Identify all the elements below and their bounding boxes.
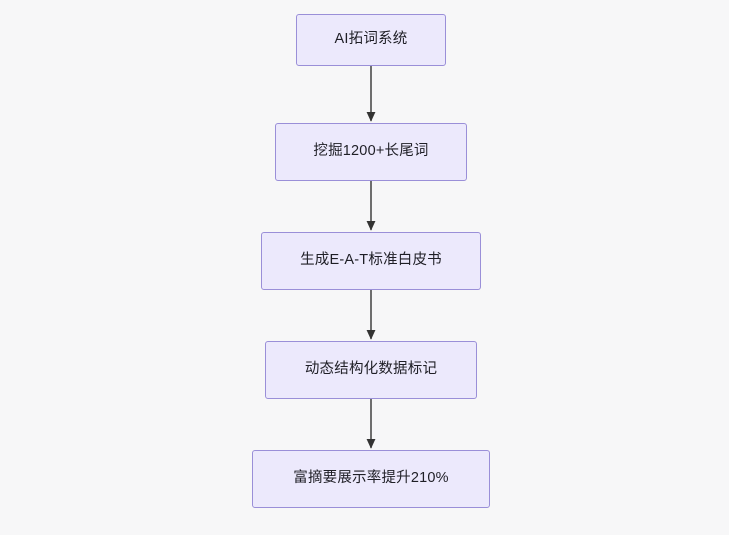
flow-node-1[interactable]: AI拓词系统 — [296, 14, 446, 66]
flow-node-4[interactable]: 动态结构化数据标记 — [265, 341, 477, 399]
flow-node-2[interactable]: 挖掘1200+长尾词 — [275, 123, 467, 181]
flow-node-5-label: 富摘要展示率提升210% — [293, 470, 449, 487]
flow-node-5[interactable]: 富摘要展示率提升210% — [252, 450, 490, 508]
flow-node-3-label: 生成E-A-T标准白皮书 — [300, 252, 442, 269]
flow-node-4-label: 动态结构化数据标记 — [304, 361, 438, 378]
flow-node-1-label: AI拓词系统 — [334, 31, 408, 48]
flow-node-2-label: 挖掘1200+长尾词 — [313, 143, 429, 160]
flow-node-3[interactable]: 生成E-A-T标准白皮书 — [261, 232, 481, 290]
